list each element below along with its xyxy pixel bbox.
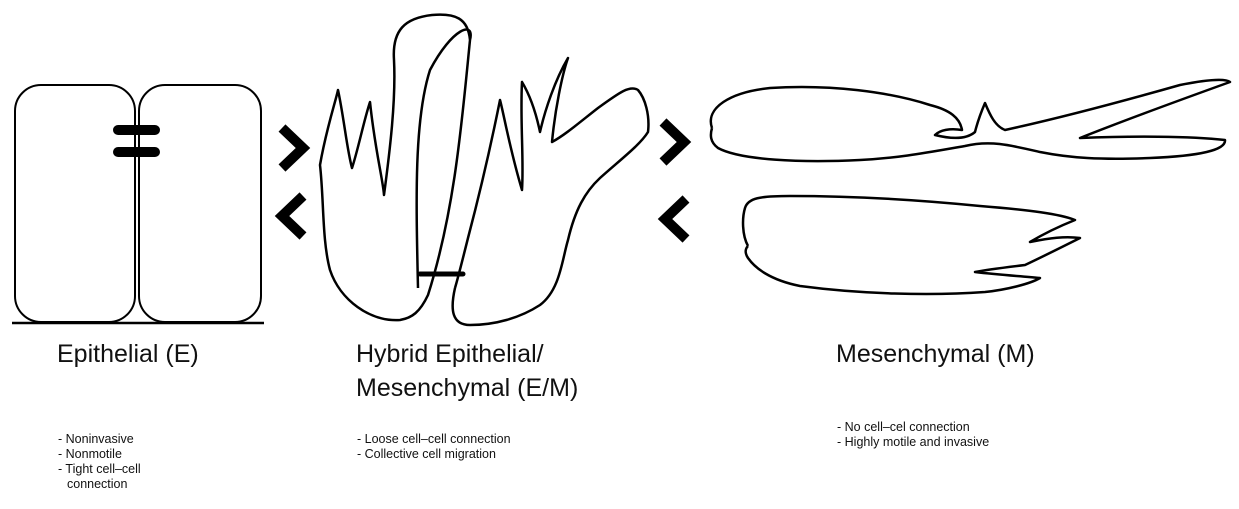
title-line: Epithelial (E) [57,337,199,371]
list-item: No cell–cel connection [837,420,1077,435]
hybrid-title: Hybrid Epithelial/ Mesenchymal (E/M) [356,337,578,405]
list-item: Loose cell–cell connection [357,432,577,447]
chevron-right-icon [663,122,684,162]
title-line: Hybrid Epithelial/ [356,337,578,371]
hybrid-cells [320,15,648,325]
epithelial-cell-right [139,85,261,322]
epithelial-properties: Noninvasive Nonmotile Tight cell–cell co… [58,432,178,492]
title-line: Mesenchymal (M) [836,337,1035,371]
mesenchymal-cell-bottom [743,196,1080,294]
chevron-right-icon [282,128,303,168]
chevron-left-icon [282,196,303,236]
epithelial-cell-left [15,85,135,322]
mesenchymal-cell-top [711,80,1230,161]
epithelial-cells [12,85,264,323]
hybrid-cell-right [453,58,649,325]
hybrid-properties: Loose cell–cell connection Collective ce… [357,432,577,462]
tight-junction-icon [118,130,155,152]
list-item: Noninvasive [58,432,178,447]
mesenchymal-properties: No cell–cel connection Highly motile and… [837,420,1077,450]
list-item: Collective cell migration [357,447,577,462]
list-item: Highly motile and invasive [837,435,1077,450]
list-item: Tight cell–cell connection [58,462,177,492]
chevron-left-icon [665,199,686,239]
title-line: Mesenchymal (E/M) [356,371,578,405]
epithelial-title: Epithelial (E) [57,337,199,371]
list-item: Nonmotile [58,447,178,462]
mesenchymal-title: Mesenchymal (M) [836,337,1035,371]
mesenchymal-cells [711,80,1230,294]
